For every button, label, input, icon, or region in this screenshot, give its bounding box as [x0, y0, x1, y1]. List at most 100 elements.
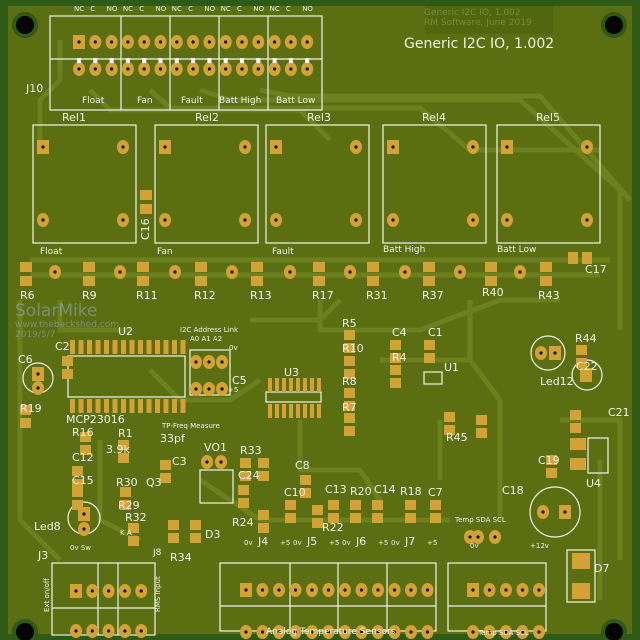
drill-hole: [305, 40, 309, 44]
drill-hole: [224, 40, 228, 44]
drill-hole: [77, 40, 81, 44]
drill-hole: [471, 630, 475, 634]
smd-pad: [568, 252, 578, 264]
watermark-name: SolarMike: [15, 301, 98, 321]
smd-pad: [258, 523, 269, 533]
drill-hole: [277, 588, 281, 592]
drill-hole: [256, 67, 260, 71]
drill-hole: [244, 588, 248, 592]
smd-pad: [328, 513, 339, 523]
drill-hole: [158, 67, 163, 71]
smd-pad: [423, 262, 435, 272]
drill-hole: [107, 589, 111, 593]
smd-pad: [344, 356, 355, 366]
drill-hole: [274, 145, 278, 149]
c19-ref: C19: [538, 454, 560, 467]
smd-pad: [296, 378, 300, 392]
drill-hole: [194, 360, 198, 364]
drill-hole: [260, 630, 265, 634]
analog-sensors-label: Analog Temperature Sensors: [266, 627, 396, 637]
smd-pad: [328, 500, 339, 510]
smd-pad: [350, 500, 361, 510]
drill-hole: [305, 67, 309, 71]
smd-pad: [121, 399, 126, 413]
smd-pad: [163, 340, 169, 354]
address-0v-label: 0v: [229, 344, 238, 352]
j10-pin-label: NC: [74, 5, 85, 13]
c3_value-ref: 33pf: [160, 432, 185, 445]
smd-pad: [112, 340, 118, 354]
drill-hole: [518, 270, 522, 274]
smd-pad: [72, 487, 83, 497]
copper-subtitle: RM Software, June 2019: [424, 18, 532, 28]
smd-pad: [344, 388, 355, 398]
drill-hole: [244, 630, 248, 634]
drill-hole: [126, 40, 130, 44]
smd-pad: [570, 423, 581, 433]
smd-pad: [20, 418, 31, 428]
smd-pad: [20, 276, 32, 286]
smd-pad: [62, 356, 73, 366]
r30-ref: R30: [116, 476, 138, 489]
j10-outline: [49, 15, 323, 111]
smd-pad: [137, 276, 149, 286]
relay-outline: [265, 124, 370, 244]
temp-header-outline: [447, 562, 547, 632]
drill-hole: [505, 218, 509, 222]
smd-pad: [163, 399, 169, 413]
smd-pad: [296, 404, 300, 418]
c4-ref: C4: [392, 326, 407, 339]
smd-pad: [180, 340, 186, 354]
drill-hole: [123, 629, 127, 633]
r29-ref: R29: [118, 499, 140, 512]
drill-hole: [409, 630, 413, 634]
smd-pad: [146, 340, 152, 354]
mcp-ref: MCP23016: [66, 413, 125, 426]
drill-hole: [74, 589, 78, 593]
rel3-ref: Rel3: [307, 111, 331, 124]
r44-ref: R44: [575, 332, 597, 345]
d3-pins-label: K A: [120, 529, 132, 537]
smd-pad: [344, 413, 355, 423]
smd-pad: [195, 262, 207, 272]
address-5v-label: +5: [228, 386, 239, 394]
smd-pad: [118, 440, 129, 450]
u1-ref: U1: [444, 361, 460, 374]
smd-pad: [95, 340, 101, 354]
smd-pad: [268, 378, 272, 392]
mounting-hole: [16, 623, 34, 640]
rel3-label: Fault: [272, 247, 294, 257]
smd-pad: [303, 404, 307, 418]
smd-pad: [310, 378, 314, 392]
smd-pad: [251, 276, 263, 286]
smd-pad: [240, 471, 251, 481]
smd-pad: [258, 471, 269, 481]
smd-pad: [80, 445, 91, 455]
drill-hole: [139, 629, 143, 633]
smd-pad: [430, 500, 441, 510]
drill-hole: [220, 387, 224, 391]
drill-hole: [163, 218, 167, 222]
drill-hole: [207, 387, 211, 391]
smd-pad: [172, 340, 177, 354]
smd-pad: [546, 455, 557, 465]
drill-hole: [90, 589, 94, 593]
pin-5v-label: +5: [280, 539, 291, 547]
c16-ref: C16: [139, 218, 152, 240]
r6-ref: R6: [20, 289, 35, 302]
relay-outline: [154, 124, 259, 244]
drill-hole: [142, 40, 146, 44]
drill-hole: [110, 67, 114, 71]
pin-0v-label: 0v: [293, 539, 302, 547]
drill-hole: [541, 510, 545, 514]
relay-outline: [382, 124, 487, 244]
drill-hole: [376, 630, 380, 634]
smd-pad: [344, 343, 355, 353]
drill-hole: [326, 630, 331, 634]
led12-ref: Led12: [540, 375, 574, 388]
drill-hole: [82, 527, 86, 531]
smd-pad: [540, 262, 552, 272]
rel4-label: Batt High: [383, 245, 426, 255]
mounting-hole: [16, 16, 34, 34]
